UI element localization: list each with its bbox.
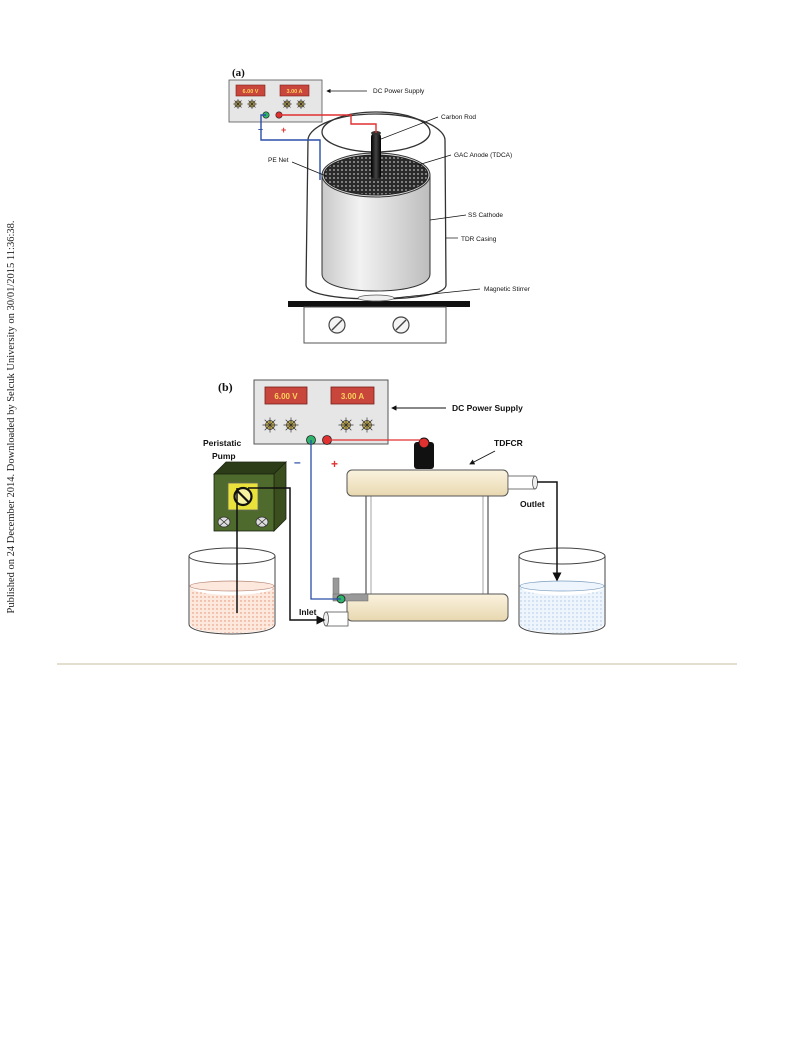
label-tdr-casing: TDR Casing <box>461 236 497 243</box>
reactor-bottom-cap <box>346 593 509 622</box>
label-carbon-rod: Carbon Rod <box>441 114 476 121</box>
power-supply-a: 6.00 V 3.00 A <box>228 79 323 123</box>
outlet-tube <box>507 475 536 490</box>
label-tdfcr: TDFCR <box>494 438 523 448</box>
label-pump-line1: Peristatic <box>203 438 242 448</box>
leader-lines-a <box>291 88 481 299</box>
inlet-tube <box>325 611 349 627</box>
label-dc-power-supply-b: DC Power Supply <box>452 403 523 413</box>
voltage-display-b <box>264 386 308 405</box>
voltage-display-a <box>235 84 266 97</box>
knob-icon <box>217 516 269 528</box>
effluent-beaker <box>518 547 606 635</box>
negative-wire-b <box>310 440 341 600</box>
panel-b-letter: (b) <box>218 380 233 394</box>
knob-icon <box>233 99 306 109</box>
panel-b: (b) 6.00 V 3.00 A – + DC Power <box>188 379 606 635</box>
carbon-connector <box>414 442 434 469</box>
feed-beaker <box>188 547 276 635</box>
label-magnetic-stirrer: Magnetic Stirrer <box>484 286 531 293</box>
reactor-top-cap <box>346 469 509 497</box>
plus-sign-b: + <box>331 457 338 471</box>
knob-icon <box>262 417 375 433</box>
negative-wire-a <box>260 114 321 180</box>
plus-sign-a: + <box>281 125 286 135</box>
voltage-readout-a: 6.00 V <box>243 89 259 95</box>
carbon-rod <box>371 133 381 179</box>
peristaltic-pump <box>213 461 287 532</box>
current-display-b <box>330 386 375 405</box>
tdfcr-reactor <box>323 437 538 627</box>
label-pump-line2: Pump <box>212 451 236 461</box>
current-readout-a: 3.00 A <box>286 89 302 95</box>
outlet-flow-arrow <box>537 481 562 582</box>
panel-a: (a) 6.00 V 3.00 A – + <box>228 67 531 344</box>
current-display-a <box>279 84 310 97</box>
label-gac-anode: GAC Anode (TDCA) <box>454 152 512 159</box>
panel-a-letter: (a) <box>232 67 245 79</box>
label-pe-net: PE Net <box>268 157 289 164</box>
label-inlet: Inlet <box>299 607 317 617</box>
inlet-flow-arrow <box>248 487 326 625</box>
minus-sign-b: – <box>294 455 301 469</box>
knob-icon <box>328 316 410 334</box>
leader-tdfcr <box>469 450 496 465</box>
label-dc-power-supply-a: DC Power Supply <box>373 88 425 95</box>
positive-wire-a <box>279 114 377 133</box>
power-supply-b: 6.00 V 3.00 A <box>253 379 389 445</box>
magnetic-stirrer <box>288 294 470 344</box>
no-entry-dial-icon <box>227 482 259 511</box>
voltage-readout-b: 6.00 V <box>274 392 298 401</box>
current-readout-b: 3.00 A <box>341 392 364 401</box>
label-outlet: Outlet <box>520 499 545 509</box>
label-ss-cathode: SS Cathode <box>468 212 503 219</box>
